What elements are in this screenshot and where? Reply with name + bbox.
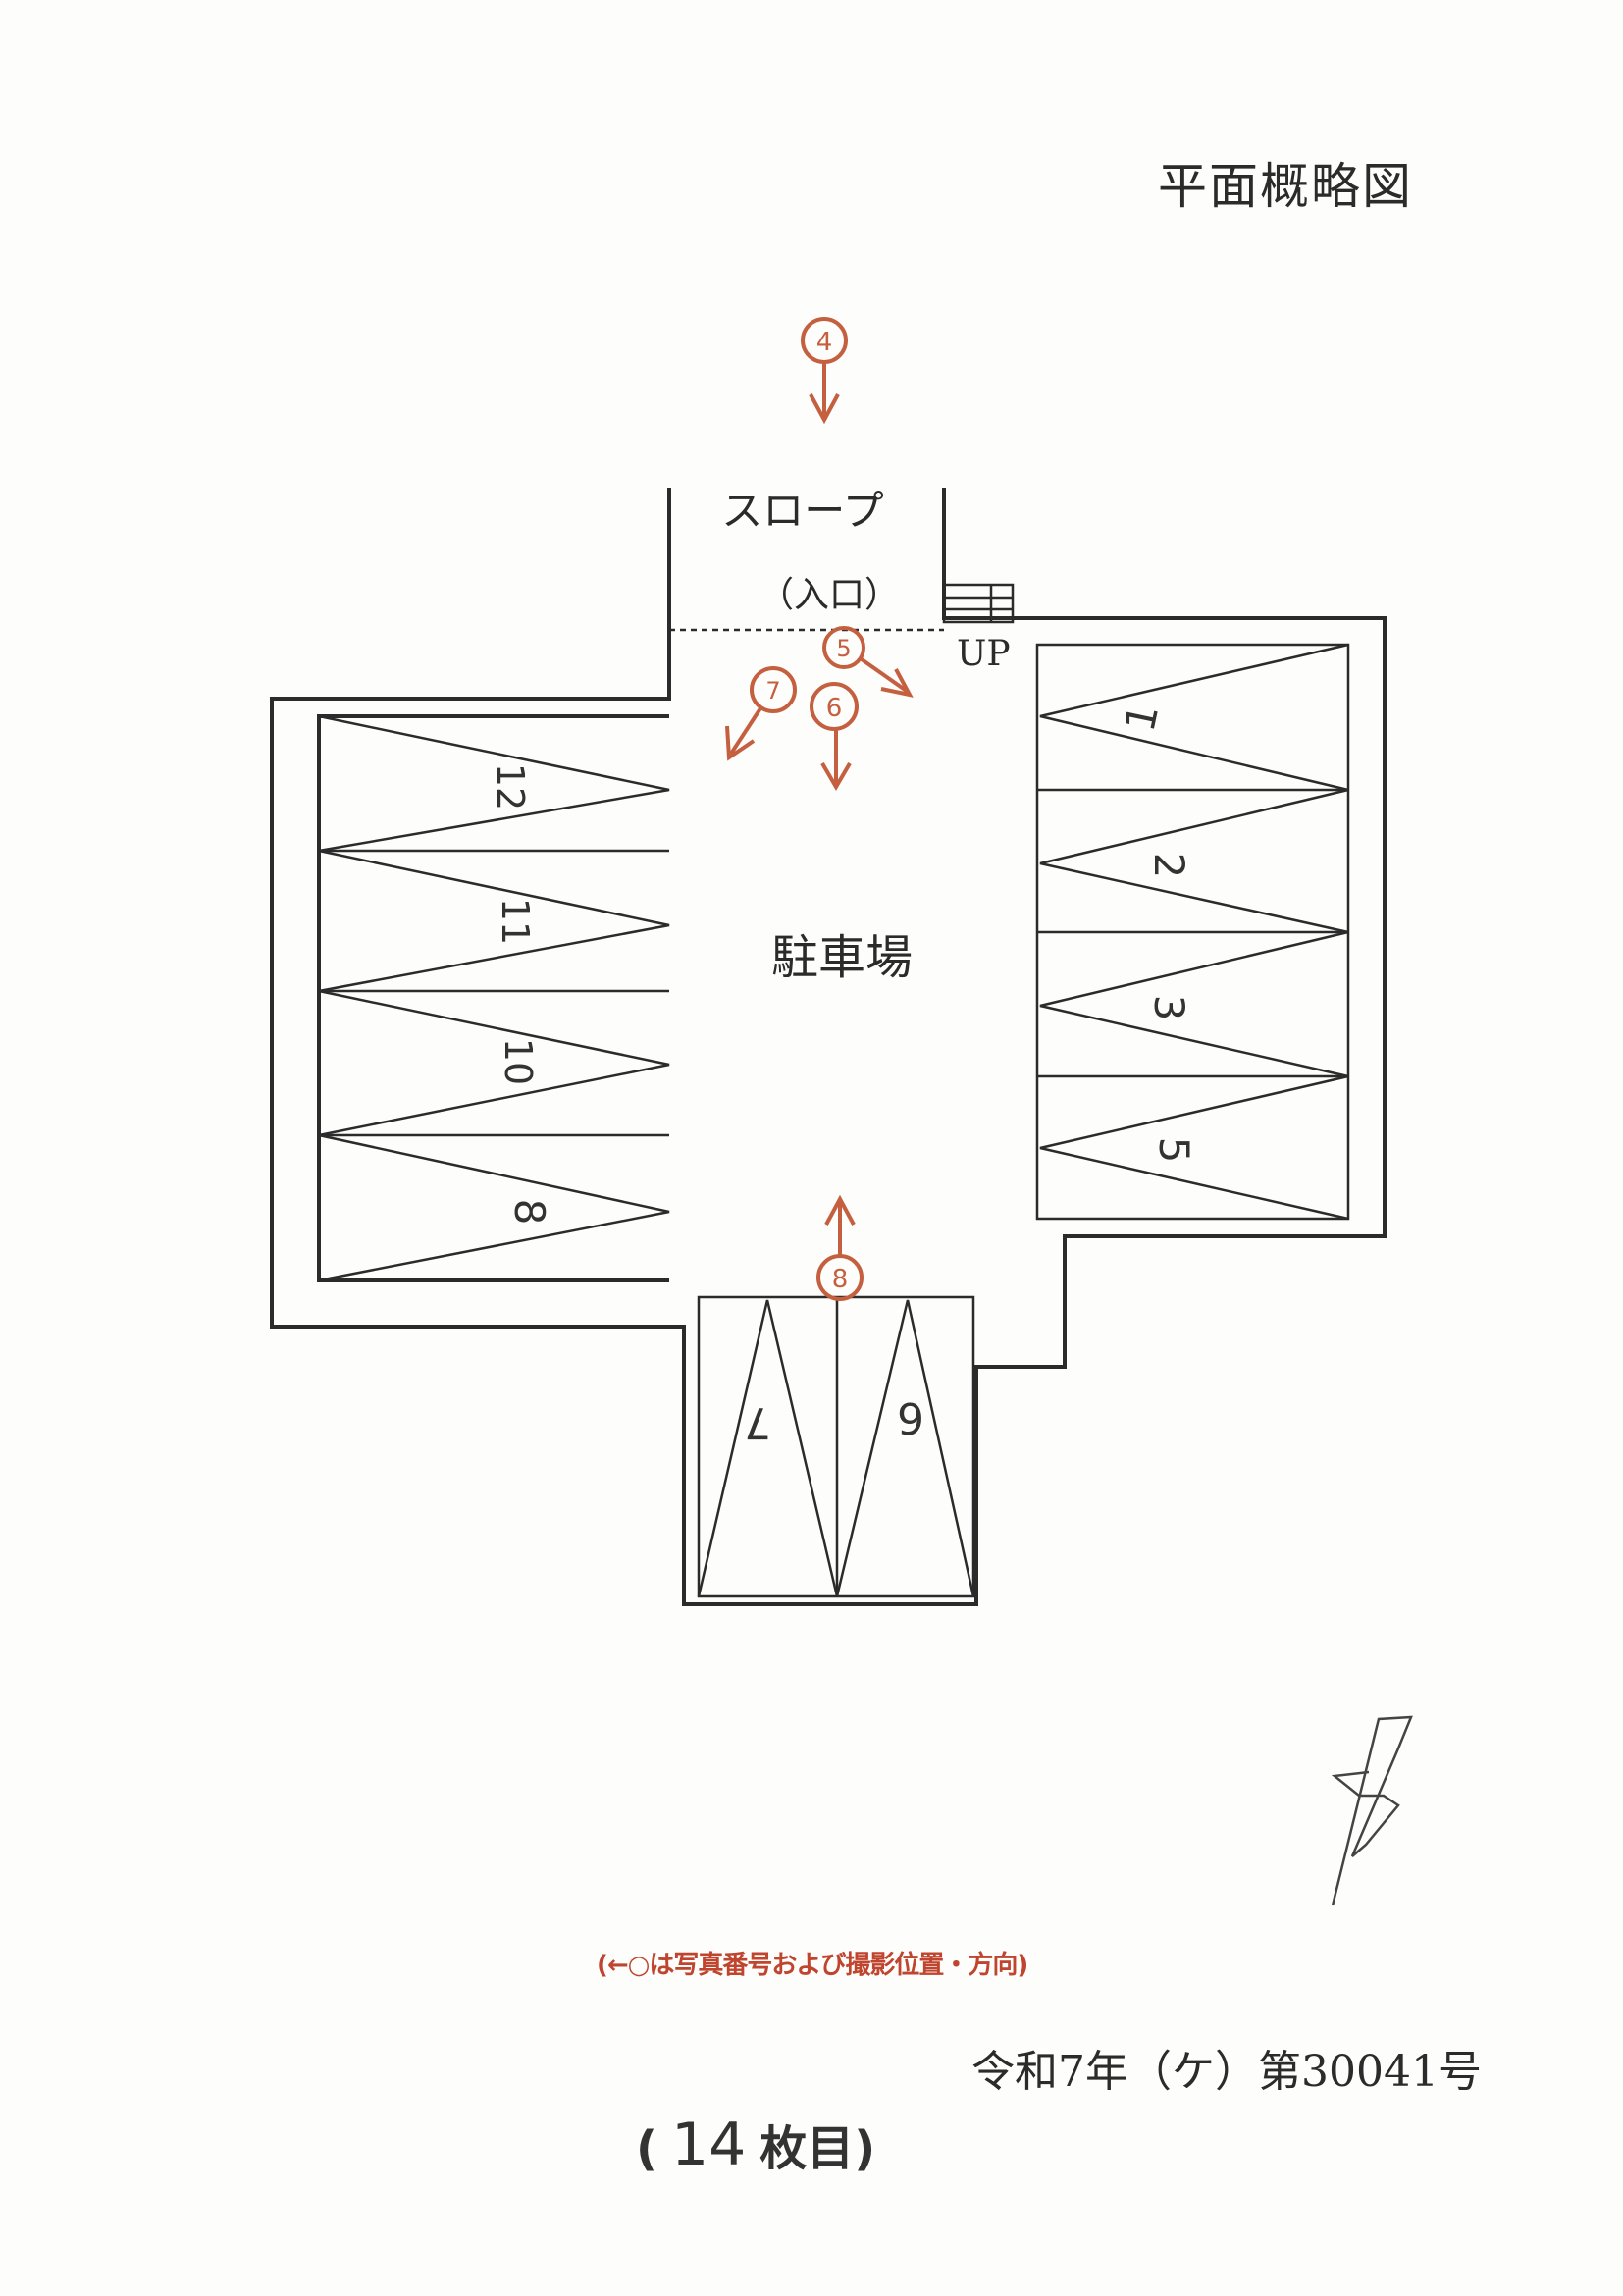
legend-note: (←○は写真番号および撮影位置・方向) [597,1951,1028,1980]
photo-marker-8-arrow [824,1194,856,1226]
up-label: UP [957,634,1011,674]
photo-marker-8: 8 [832,1265,849,1294]
photo-marker-7-circle [750,666,797,713]
space-2-number: 2 [1145,853,1193,879]
photo-marker-7-arrow [725,725,756,761]
space-3-stall [1039,930,1349,1078]
handwritten-signature [1331,1715,1413,1906]
space-12-stall [318,714,670,853]
space-11-number: 11 [494,898,537,945]
space-7-number: 7 [744,1397,771,1447]
diagram-title: 平面概略図 [1158,158,1413,215]
photo-marker-4: 4 [816,328,833,357]
space-10-stall [318,989,670,1137]
space-6-stall [835,1299,975,1597]
page-open: ( [636,2121,657,2176]
photo-marker-5-circle [822,626,865,669]
space-1-number: 1 [1116,701,1168,736]
space-6-number: 6 [897,1392,924,1442]
entrance-label: （入口） [759,575,900,615]
space-10-number: 10 [497,1038,540,1085]
photo-marker-5: 5 [836,635,851,662]
space-1-stall [1039,643,1349,792]
case-number: 令和7年（ケ）第30041号 [971,2047,1482,2097]
space-8-number: 8 [505,1199,553,1226]
photo-marker-4-arrow [809,393,840,425]
page-number-value: 14 [670,2111,747,2179]
stairs [942,583,1015,624]
space-5-number: 5 [1150,1137,1198,1164]
space-8-stall [318,1133,670,1282]
space-5-stall [1039,1074,1349,1221]
outer-wall [270,488,1387,1606]
page-suffix: 枚目) [759,2121,876,2176]
space-7-stall [697,1299,839,1597]
photo-marker-6: 6 [826,694,843,723]
space-12-number: 12 [489,763,532,810]
left-parking-row [317,714,669,1282]
space-11-stall [318,849,670,993]
space-3-number: 3 [1145,995,1193,1021]
photo-marker-4-circle [801,317,848,364]
space-2-stall [1039,788,1349,934]
slope-label: スロープ [721,487,883,535]
photo-marker-7: 7 [765,677,780,704]
photo-marker-5-arrow [880,668,914,698]
parking-lot-label: 駐車場 [771,930,913,985]
photo-marker-6-arrow [820,761,852,791]
